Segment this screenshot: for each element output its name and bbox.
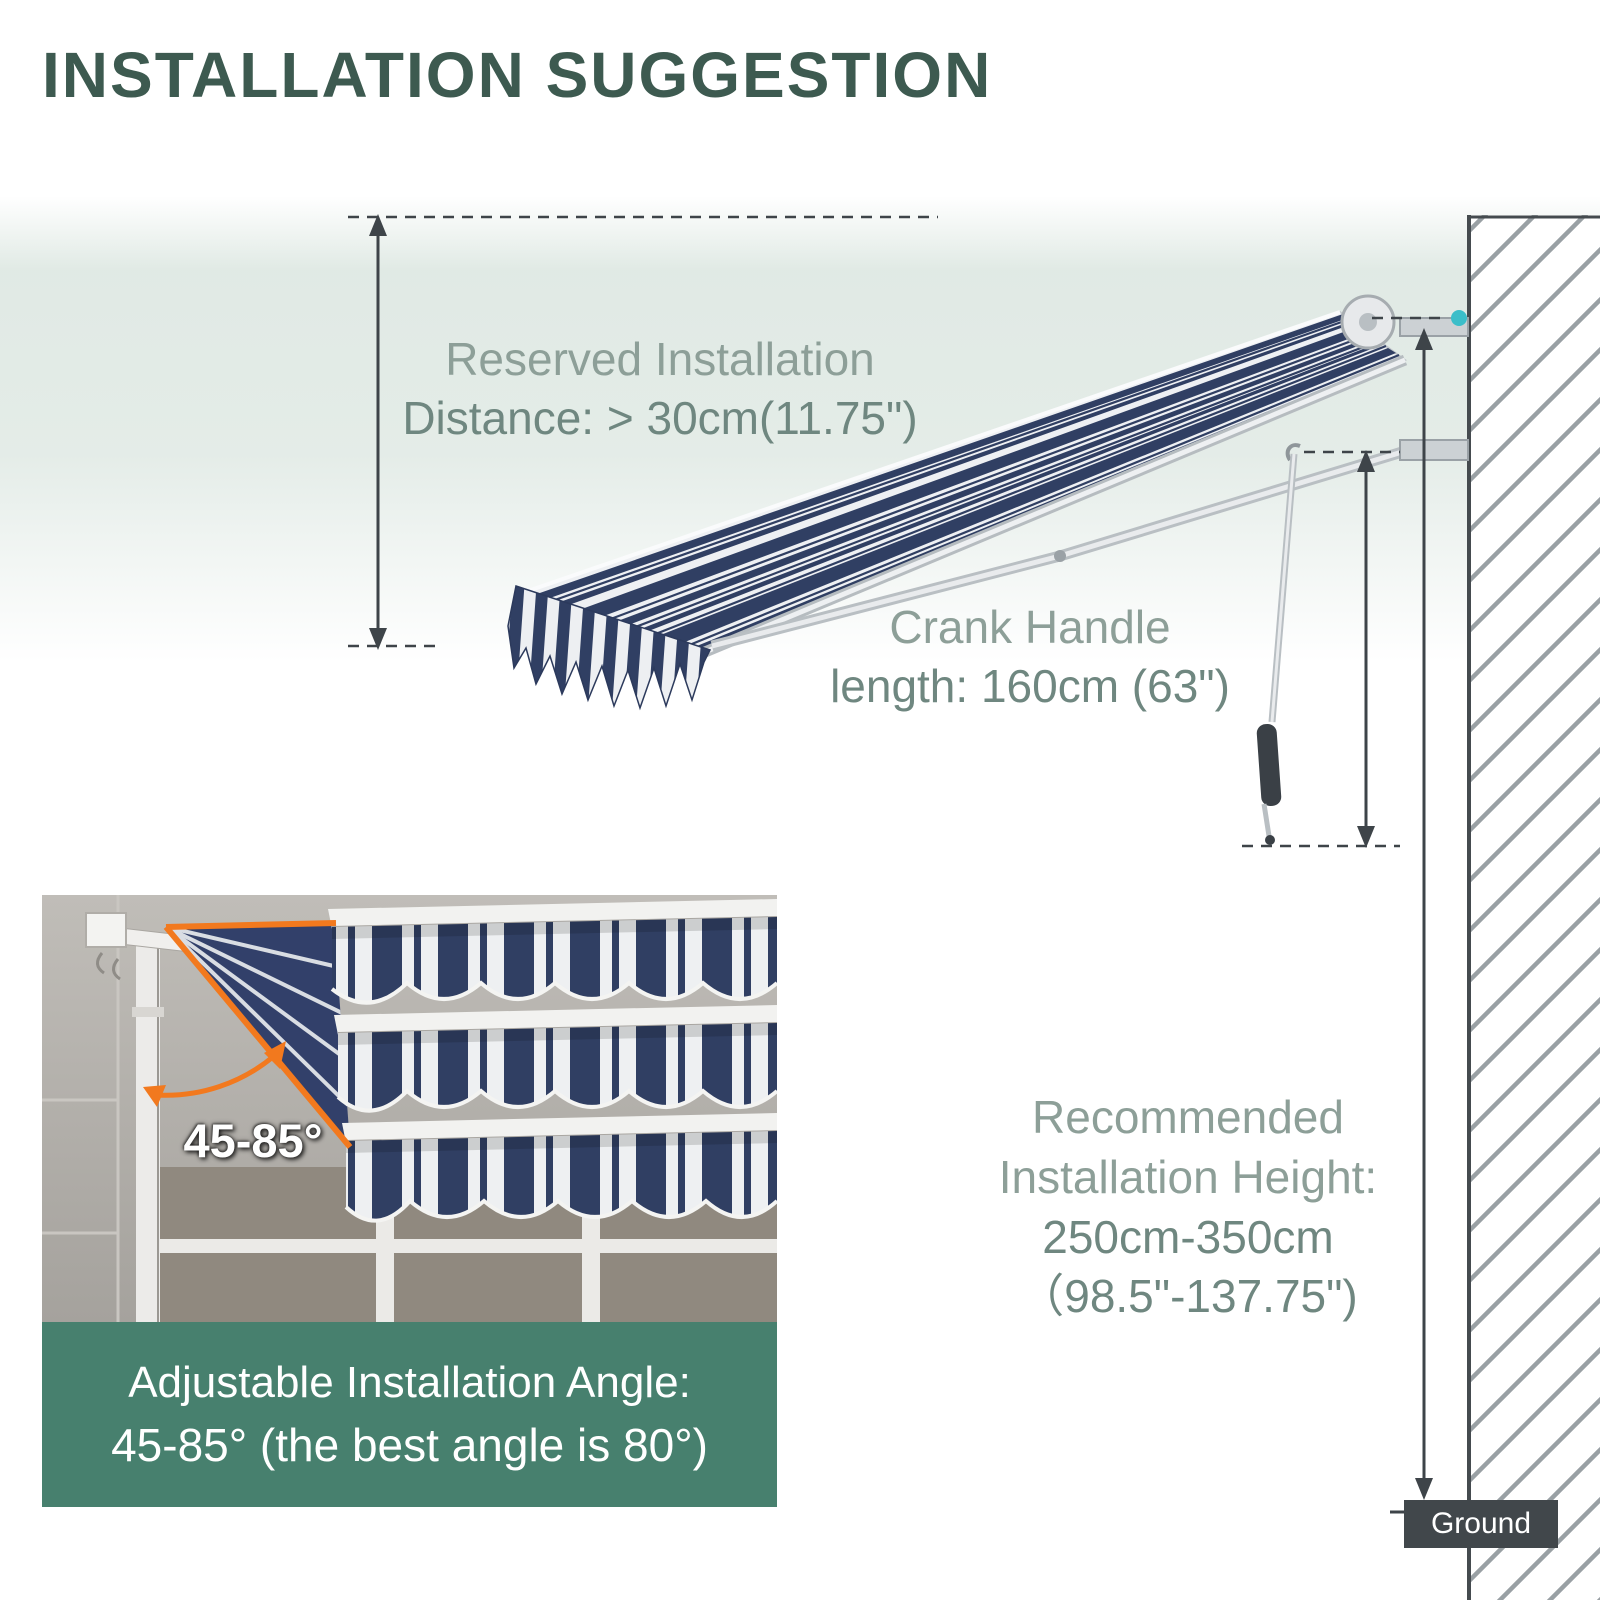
awning-illustration bbox=[507, 294, 1469, 845]
reserved-line1: Reserved Installation bbox=[445, 333, 875, 385]
angle-range-label: 45-85° bbox=[183, 1114, 323, 1167]
crank-line1: Crank Handle bbox=[889, 601, 1171, 653]
crank-grip bbox=[1256, 724, 1282, 806]
downpipe bbox=[132, 939, 164, 1322]
angle-indicator bbox=[143, 920, 353, 1149]
height-line1: Recommended bbox=[1032, 1091, 1344, 1143]
inset-illustration bbox=[42, 895, 777, 1322]
page-title: INSTALLATION SUGGESTION bbox=[42, 39, 993, 111]
wall-tile-joints bbox=[42, 895, 120, 1322]
height-line4: （98.5"-137.75") bbox=[1018, 1270, 1358, 1323]
crank-length-annotation: Crank Handle length: 160cm (63") bbox=[790, 598, 1270, 716]
inset-photo: 45-85° bbox=[42, 895, 777, 1322]
banner-line1: Adjustable Installation Angle: bbox=[128, 1357, 691, 1407]
crank-line2: length: 160cm (63") bbox=[830, 659, 1230, 712]
height-line2: Installation Height: bbox=[998, 1150, 1378, 1203]
fringe-valance bbox=[507, 585, 712, 711]
awning-top-edge bbox=[524, 310, 1341, 594]
awning-stripes bbox=[534, 314, 1404, 651]
arm-wall-bracket bbox=[1399, 439, 1469, 461]
crank-handle bbox=[1256, 443, 1301, 845]
angle-banner: Adjustable Installation Angle: 45-85° (t… bbox=[42, 1322, 777, 1507]
installation-height-arrow bbox=[1372, 310, 1467, 1514]
reserved-distance-arrow bbox=[348, 214, 938, 650]
height-line3: 250cm-350cm bbox=[1042, 1210, 1334, 1263]
installation-height-annotation: Recommended Installation Height: 250cm-3… bbox=[938, 1088, 1438, 1327]
folded-awning-stack bbox=[328, 899, 777, 1223]
mount-point-dot bbox=[1451, 310, 1467, 326]
reserved-line2: Distance: > 30cm(11.75") bbox=[402, 391, 918, 444]
reserved-distance-annotation: Reserved Installation Distance: > 30cm(1… bbox=[360, 330, 960, 448]
bracket-hooks bbox=[96, 952, 121, 981]
wall-hatch bbox=[1468, 215, 1600, 1600]
ground-label: Ground bbox=[1404, 1500, 1558, 1548]
cassette-roller bbox=[1340, 294, 1396, 350]
ground-label-text: Ground bbox=[1430, 1507, 1532, 1540]
crank-length-arrow bbox=[1242, 450, 1400, 848]
banner-line2: 45-85° (the best angle is 80°) bbox=[111, 1418, 708, 1471]
wall-section bbox=[1467, 215, 1600, 1600]
crank-hook bbox=[1285, 443, 1301, 462]
